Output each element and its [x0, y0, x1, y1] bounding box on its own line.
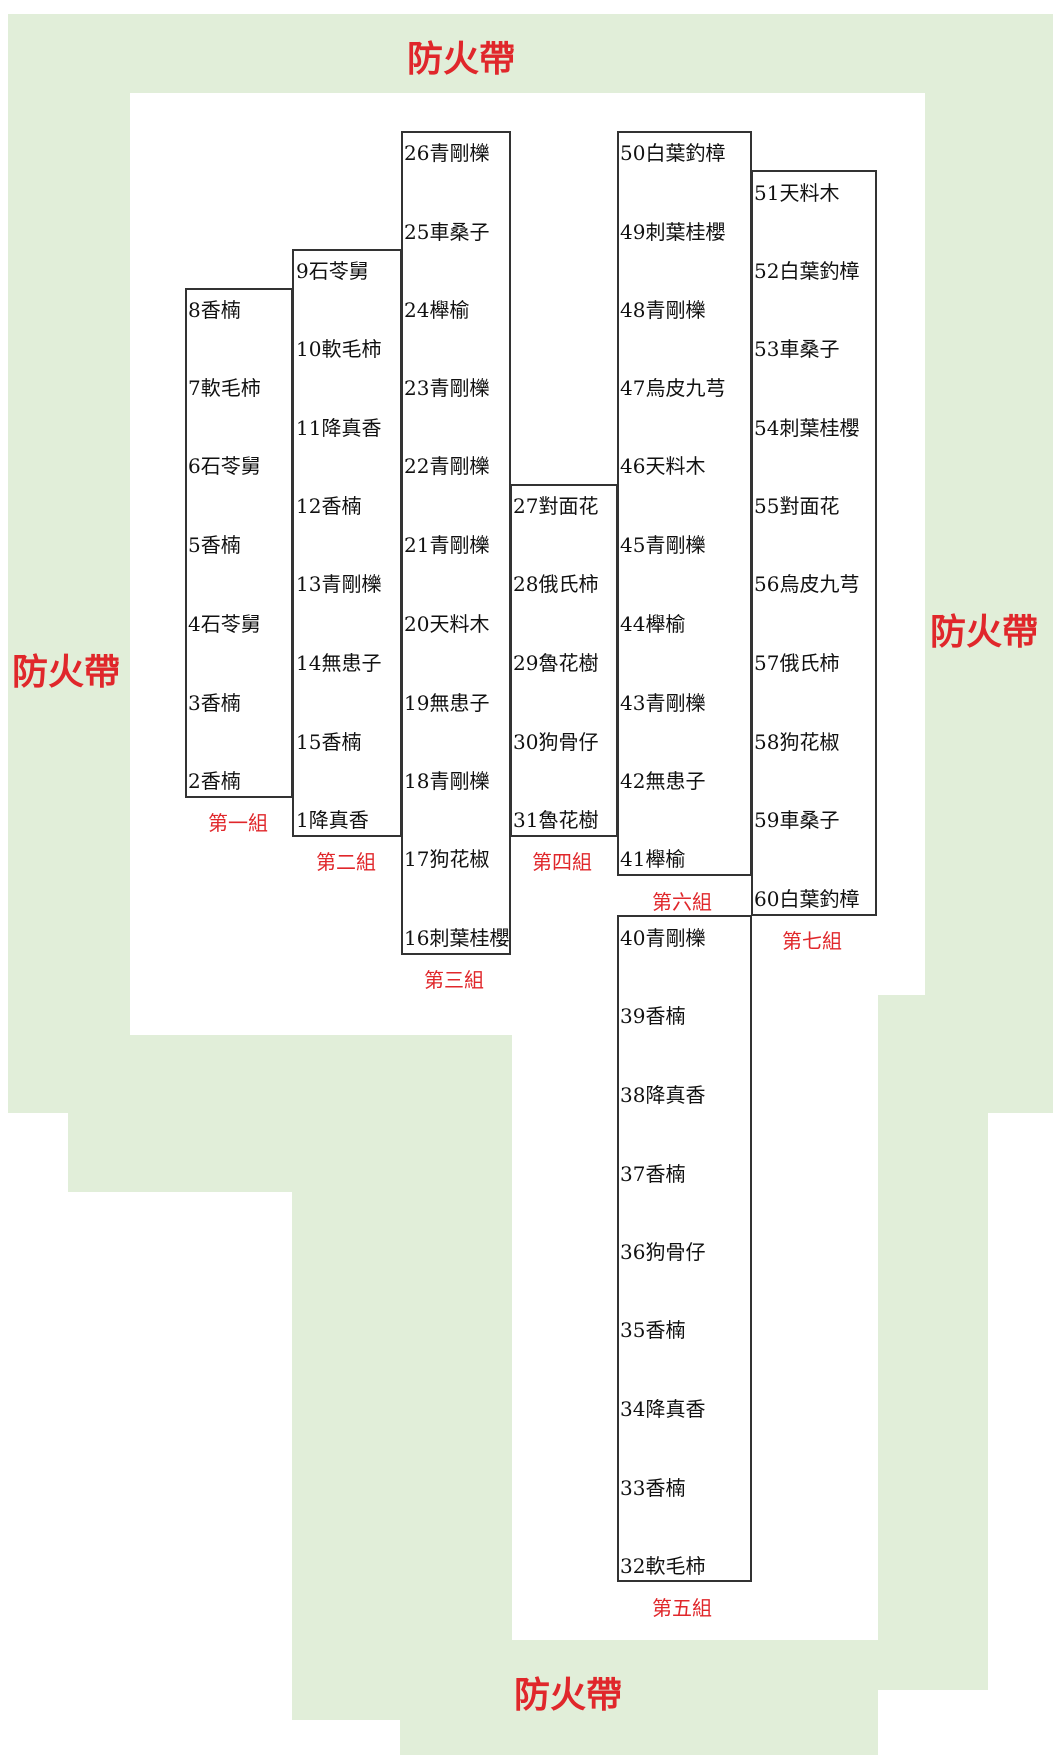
tree-label: 1降真香 — [296, 808, 369, 832]
group-7-label: 第七組 — [782, 929, 842, 953]
tree-label: 41櫸榆 — [620, 847, 686, 871]
tree-label: 33香楠 — [620, 1476, 686, 1500]
tree-label: 4石苓舅 — [188, 612, 261, 636]
tree-label: 19無患子 — [404, 691, 490, 715]
tree-label: 6石苓舅 — [188, 454, 261, 478]
tree-label: 9石苓舅 — [296, 259, 369, 283]
tree-label: 14無患子 — [296, 651, 382, 675]
tree-label: 15香楠 — [296, 730, 362, 754]
tree-label: 36狗骨仔 — [620, 1240, 706, 1264]
tree-label: 34降真香 — [620, 1397, 706, 1421]
tree-label: 44櫸榆 — [620, 612, 686, 636]
tree-label: 48青剛櫟 — [620, 298, 706, 322]
tree-label: 42無患子 — [620, 769, 706, 793]
tree-label: 37香楠 — [620, 1162, 686, 1186]
tree-label: 55對面花 — [754, 494, 840, 518]
tree-label: 58狗花椒 — [754, 730, 840, 754]
tree-label: 10軟毛柿 — [296, 337, 382, 361]
tree-label: 25車桑子 — [404, 220, 490, 244]
tree-label: 43青剛櫟 — [620, 691, 706, 715]
tree-label: 38降真香 — [620, 1083, 706, 1107]
tree-label: 57俄氏柿 — [754, 651, 840, 675]
tree-label: 24櫸榆 — [404, 298, 470, 322]
tree-label: 53車桑子 — [754, 337, 840, 361]
group-1-label: 第一組 — [208, 811, 268, 835]
tree-label: 8香楠 — [188, 298, 241, 322]
tree-label: 22青剛櫟 — [404, 454, 490, 478]
firebreak-label-bottom: 防火帶 — [514, 1675, 623, 1716]
tree-label: 12香楠 — [296, 494, 362, 518]
tree-label: 27對面花 — [513, 494, 599, 518]
tree-label: 46天料木 — [620, 454, 706, 478]
tree-label: 28俄氏柿 — [513, 572, 599, 596]
tree-label: 2香楠 — [188, 769, 241, 793]
tree-label: 30狗骨仔 — [513, 730, 599, 754]
group-4-label: 第四組 — [532, 850, 592, 874]
tree-label: 47烏皮九芎 — [620, 376, 726, 400]
tree-label: 18青剛櫟 — [404, 769, 490, 793]
group-3-label: 第三組 — [424, 968, 484, 992]
tree-label: 54刺葉桂櫻 — [754, 416, 860, 440]
firebreak-label-top: 防火帶 — [407, 39, 516, 80]
tree-label: 21青剛櫟 — [404, 533, 490, 557]
tree-label: 16刺葉桂櫻 — [404, 926, 510, 950]
tree-label: 5香楠 — [188, 533, 241, 557]
tree-label: 51天料木 — [754, 181, 840, 205]
tree-label: 26青剛櫟 — [404, 141, 490, 165]
firebreak-label-left: 防火帶 — [12, 652, 121, 693]
tree-label: 11降真香 — [296, 416, 382, 440]
tree-label: 35香楠 — [620, 1318, 686, 1342]
tree-label: 29魯花樹 — [513, 651, 599, 675]
tree-label: 39香楠 — [620, 1004, 686, 1028]
tree-label: 45青剛櫟 — [620, 533, 706, 557]
tree-label: 59車桑子 — [754, 808, 840, 832]
tree-label: 7軟毛柿 — [188, 376, 261, 400]
tree-label: 52白葉釣樟 — [754, 259, 860, 283]
group-2-label: 第二組 — [316, 850, 376, 874]
tree-label: 3香楠 — [188, 691, 241, 715]
tree-label: 31魯花樹 — [513, 808, 599, 832]
group-6-label: 第六組 — [652, 890, 712, 914]
tree-label: 56烏皮九芎 — [754, 572, 860, 596]
tree-label: 60白葉釣樟 — [754, 887, 860, 911]
tree-label: 20天料木 — [404, 612, 490, 636]
group-5-box — [617, 915, 752, 1582]
tree-label: 17狗花椒 — [404, 847, 490, 871]
tree-label: 13青剛櫟 — [296, 572, 382, 596]
firebreak-label-right: 防火帶 — [930, 612, 1039, 653]
tree-label: 40青剛櫟 — [620, 926, 706, 950]
group-5-label: 第五組 — [652, 1596, 712, 1620]
tree-label: 50白葉釣樟 — [620, 141, 726, 165]
group-7-box — [751, 170, 877, 916]
firebreak-area — [8, 14, 1053, 1755]
tree-label: 23青剛櫟 — [404, 376, 490, 400]
tree-label: 49刺葉桂櫻 — [620, 220, 726, 244]
tree-label: 32軟毛柿 — [620, 1554, 706, 1578]
